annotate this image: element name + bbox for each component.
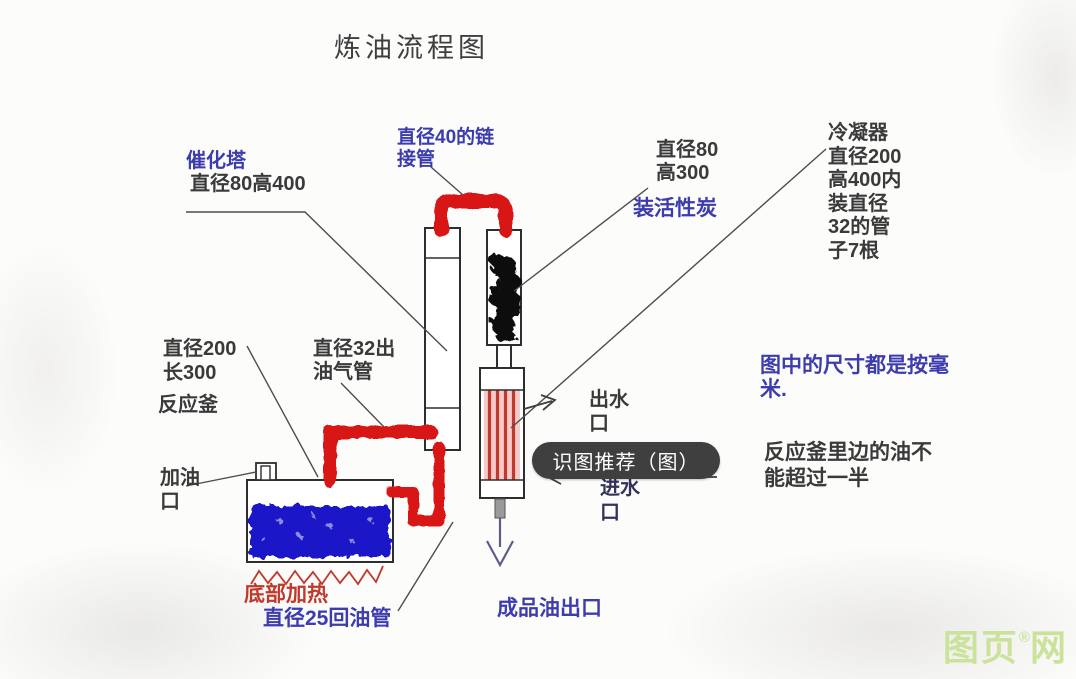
watermark-text: 图页 bbox=[942, 627, 1019, 668]
note-half-full: 反应釜里边的油不 能超过一半 bbox=[764, 440, 932, 492]
watermark-text: 网 bbox=[1029, 627, 1068, 668]
label-line: 直径32出 bbox=[313, 338, 396, 360]
note-line: 图中的尺寸都是按毫 bbox=[760, 354, 949, 377]
oil-gas-pipe bbox=[323, 425, 438, 488]
fill-port-inner bbox=[260, 465, 271, 481]
label-line: 加油 bbox=[160, 467, 200, 489]
leader-oil-gas-pipe bbox=[340, 382, 385, 428]
label-line: 冷凝器 bbox=[828, 122, 888, 144]
image-recommendation-button[interactable]: 识图推荐（图） bbox=[532, 442, 720, 479]
label-return-pipe: 直径25回油管 bbox=[263, 607, 392, 630]
label-water-in: 进水 口 bbox=[600, 476, 640, 526]
label-tower-name: 催化塔 bbox=[186, 150, 246, 172]
condenser-neck-shape bbox=[496, 344, 512, 369]
label-vessel-size: 直径200 长300 bbox=[163, 337, 236, 385]
label-line: 口 bbox=[160, 491, 180, 513]
label-line: 子7根 bbox=[828, 239, 880, 262]
registered-mark-icon: ® bbox=[1018, 629, 1030, 646]
note-dimensions-mm: 图中的尺寸都是按毫 米. bbox=[760, 354, 949, 402]
leader-carbon bbox=[513, 187, 649, 292]
label-line: 高300 bbox=[656, 162, 710, 184]
product-outlet-arrow bbox=[486, 518, 514, 568]
label-line: 高400内 bbox=[828, 169, 902, 191]
return-oil-pipe bbox=[386, 441, 445, 527]
link-pipe bbox=[434, 194, 513, 237]
label-line: 接管 bbox=[397, 149, 436, 170]
outlet-stub-shape bbox=[494, 498, 506, 519]
water-out-arrow-head bbox=[540, 394, 557, 411]
leader-vessel bbox=[246, 345, 319, 478]
label-line: 口 bbox=[589, 413, 609, 435]
catalytic-tower-shape bbox=[424, 227, 461, 451]
label-line: 口 bbox=[600, 502, 620, 524]
note-line: 反应釜里边的油不 bbox=[764, 441, 932, 464]
leader-fill-port bbox=[185, 471, 257, 487]
label-line: 进水 bbox=[600, 477, 640, 499]
leader-lines bbox=[185, 148, 827, 612]
label-condenser: 冷凝器 直径200 高400内 装直径 32的管 子7根 bbox=[828, 122, 901, 263]
bottom-heating-coil bbox=[250, 565, 384, 586]
label-line: 直径40的链 bbox=[397, 127, 495, 148]
label-line: 直径200 bbox=[163, 338, 237, 360]
label-tower-size: 直径80高400 bbox=[190, 173, 306, 195]
label-line: 32的管 bbox=[828, 216, 891, 238]
label-vessel-name: 反应釜 bbox=[158, 394, 218, 416]
condenser-tubes bbox=[487, 390, 516, 480]
label-line: 装直径 bbox=[828, 192, 888, 215]
label-line: 油气管 bbox=[313, 361, 373, 383]
water-out-arrow-line bbox=[523, 400, 553, 410]
oil-liquid-fill bbox=[250, 506, 390, 557]
label-line: 直径80 bbox=[656, 139, 719, 161]
watermark-logo: 图页®网 bbox=[943, 619, 1068, 671]
label-line: 出水 bbox=[589, 389, 629, 411]
leader-return-pipe bbox=[397, 521, 454, 612]
label-product-out: 成品油出口 bbox=[497, 597, 602, 620]
leader-condenser bbox=[510, 148, 827, 429]
red-pipes bbox=[323, 194, 513, 527]
label-bottom-heat: 底部加热 bbox=[244, 583, 328, 606]
label-fill-port: 加油 口 bbox=[160, 466, 200, 514]
note-line: 米. bbox=[760, 378, 787, 401]
label-water-out: 出水 口 bbox=[589, 388, 629, 436]
label-line: 长300 bbox=[163, 362, 217, 384]
label-oil-gas-pipe: 直径32出 油气管 bbox=[313, 338, 395, 384]
label-link-pipe: 直径40的链 接管 bbox=[397, 127, 494, 171]
label-carbon-size: 直径80 高300 bbox=[656, 139, 718, 185]
note-line: 能超过一半 bbox=[764, 467, 869, 490]
activated-carbon-fill bbox=[488, 254, 521, 342]
label-line: 直径200 bbox=[828, 145, 902, 168]
page-title: 炼油流程图 bbox=[334, 33, 489, 63]
label-carbon-fill: 装活性炭 bbox=[633, 197, 717, 220]
leader-catalytic-tower bbox=[186, 211, 448, 352]
